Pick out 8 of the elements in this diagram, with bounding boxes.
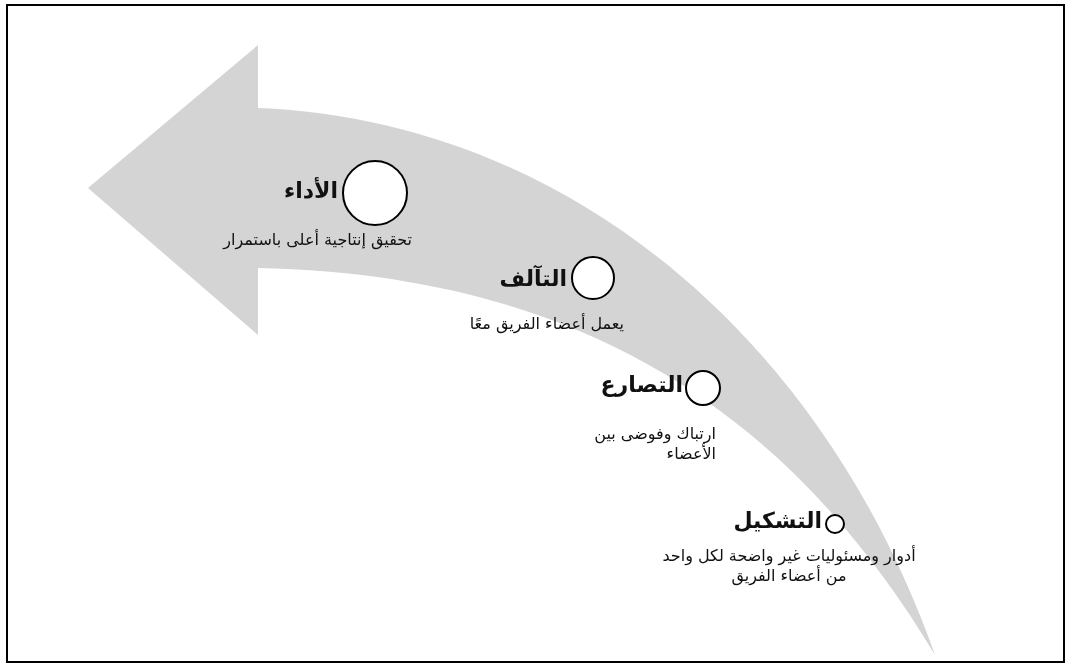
stage-title: التآلف	[499, 266, 567, 293]
stage-title: الأداء	[284, 178, 338, 205]
stage-description: ارتباك وفوضى بين الأعضاء	[593, 424, 716, 464]
stage-description: يعمل أعضاء الفريق معًا	[468, 314, 624, 334]
stage-description: تحقيق إنتاجية أعلى باستمرار	[221, 230, 412, 250]
stage-title: التشكيل	[733, 508, 822, 535]
stage-description: أدوار ومسئوليات غير واضحة لكل واحد من أعضاء الفريق	[661, 546, 917, 586]
stage-title: التصارع	[600, 372, 683, 399]
